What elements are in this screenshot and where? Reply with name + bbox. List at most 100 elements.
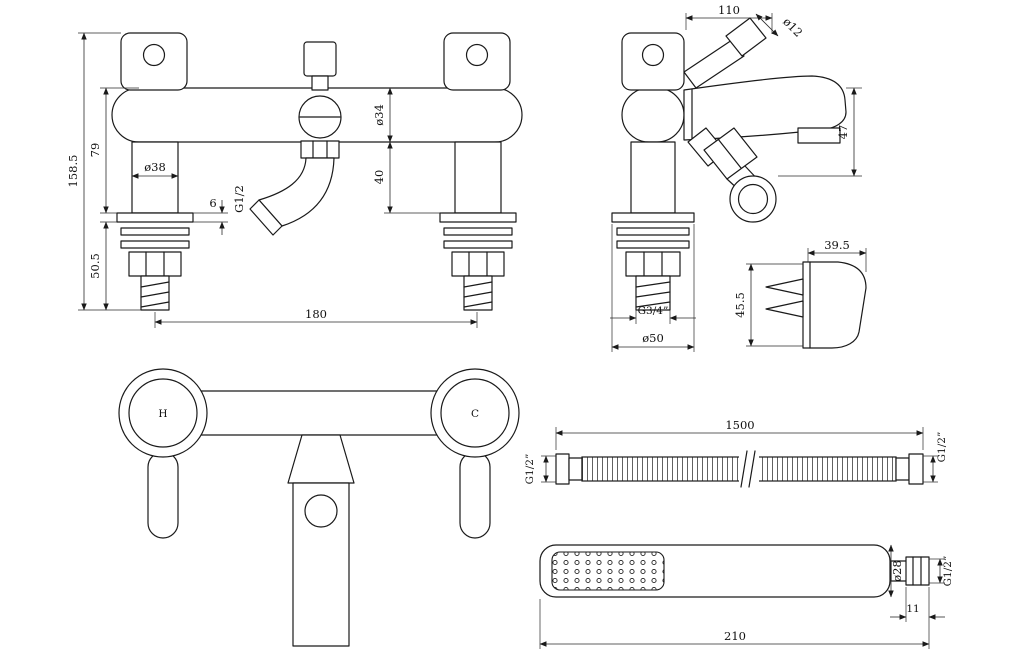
dim-overall-height-text: 158.5 bbox=[66, 155, 80, 188]
cold-handle-top bbox=[430, 368, 520, 458]
side-body bbox=[621, 87, 685, 143]
plan-spout-base bbox=[287, 434, 355, 484]
hot-handle-head bbox=[120, 32, 188, 91]
hose-collar-right bbox=[895, 457, 910, 481]
hot-handle-top bbox=[118, 368, 208, 458]
bracket-body bbox=[802, 261, 867, 349]
side-pillar-column bbox=[630, 141, 676, 214]
handset-thread-fitting bbox=[905, 556, 930, 586]
dim-plate-thickness-text: 6 bbox=[209, 196, 216, 210]
lever-handle-shaft bbox=[683, 39, 745, 89]
diverter-hex-nut bbox=[703, 127, 758, 180]
dim-handle-base-dia-text: ø38 bbox=[144, 160, 166, 174]
hose-break-symbol bbox=[739, 450, 759, 488]
cold-pillar-column bbox=[454, 141, 502, 214]
dim-hose-length: 1500 bbox=[555, 418, 924, 450]
dim-handle-dia-text: ø12 bbox=[780, 15, 805, 40]
cold-backnut-facets bbox=[468, 251, 488, 277]
spray-face bbox=[551, 551, 665, 591]
outlet-nut-facets bbox=[312, 140, 328, 159]
side-backnut-facets bbox=[643, 251, 663, 277]
hose-outlet-outer bbox=[729, 175, 777, 223]
dim-overall-height: 158.5 bbox=[66, 32, 141, 311]
hot-screw-cap bbox=[142, 43, 166, 67]
cold-backnut bbox=[451, 251, 505, 277]
hose-nut-right bbox=[908, 453, 924, 485]
dim-spout-height: 47 bbox=[778, 87, 862, 177]
cold-handle-head bbox=[443, 32, 511, 91]
outlet-elbow-flange bbox=[249, 199, 283, 236]
hose-outlet-inner bbox=[737, 183, 769, 215]
label-handset-thread: G1/2” bbox=[942, 556, 954, 587]
hot-lever bbox=[147, 451, 179, 539]
dim-spout-height-text: 47 bbox=[836, 125, 850, 140]
dim-lower-height-text: 50.5 bbox=[88, 253, 102, 279]
handset-thread-lines bbox=[912, 556, 922, 586]
dim-body-dia-text: ø34 bbox=[372, 104, 386, 126]
dim-head-dia: ø28 bbox=[888, 544, 904, 598]
hot-indicator: H bbox=[158, 408, 167, 420]
mixer-plan-view: H C bbox=[118, 368, 520, 647]
side-backnut bbox=[625, 251, 681, 277]
dim-upper-body-height: 79 bbox=[88, 87, 139, 214]
side-washers bbox=[616, 227, 690, 249]
bracket-prong-top bbox=[765, 278, 804, 296]
dim-bracket-height-text: 45.5 bbox=[733, 292, 747, 318]
dim-body-dia: ø34 bbox=[372, 87, 393, 143]
label-hose-thread-left: G1/2” bbox=[524, 454, 536, 485]
cold-washers bbox=[443, 227, 513, 249]
dim-hot-cold-centers: 180 bbox=[154, 307, 478, 328]
dim-fitting-length-text: 11 bbox=[906, 603, 919, 615]
side-handle-head bbox=[621, 32, 685, 91]
hot-tail-threads bbox=[140, 281, 170, 308]
cold-handle-top-inner bbox=[440, 378, 510, 448]
outlet-nut bbox=[300, 140, 340, 159]
dim-plate-thickness: 6 bbox=[193, 196, 228, 235]
hot-washers bbox=[120, 227, 190, 249]
dim-bar-to-deck-text: 40 bbox=[372, 170, 386, 185]
dim-bracket-width: 39.5 bbox=[807, 238, 867, 272]
label-hose-thread-right: G1/2” bbox=[936, 432, 948, 463]
cold-base-plate bbox=[439, 212, 517, 223]
diverter-knob bbox=[303, 41, 337, 77]
dim-hose-thread-left: G1/2” bbox=[524, 454, 556, 485]
dim-upper-body-height-text: 79 bbox=[88, 143, 102, 158]
dim-fitting-length: 11 bbox=[890, 587, 945, 649]
bracket-prong-bottom bbox=[765, 300, 804, 318]
side-tail-threads bbox=[635, 281, 671, 308]
hot-base-plate bbox=[116, 212, 194, 223]
side-base-plate bbox=[611, 212, 695, 223]
shower-hose: 1500 G1/2” G1/2” bbox=[524, 418, 948, 488]
dim-spout-reach-text: 110 bbox=[718, 3, 740, 17]
plan-body-bar bbox=[162, 390, 476, 436]
dim-hose-thread-right: G1/2” bbox=[923, 432, 948, 483]
cold-lever bbox=[459, 451, 491, 539]
dim-inlet-thread: G3/4” bbox=[610, 305, 696, 324]
dim-lower-height: 50.5 bbox=[88, 221, 117, 311]
wall-bracket: 39.5 45.5 bbox=[733, 238, 867, 349]
label-outlet-thread: G1/2 bbox=[232, 185, 246, 213]
hot-handle-top-inner bbox=[128, 378, 198, 448]
hot-backnut bbox=[128, 251, 182, 277]
plan-diverter-knob bbox=[304, 494, 338, 528]
spout bbox=[683, 75, 847, 141]
diverter-stem bbox=[311, 75, 329, 91]
dim-handset-length-text: 210 bbox=[724, 629, 746, 643]
hot-pillar-column bbox=[131, 141, 179, 214]
dim-bracket-width-text: 39.5 bbox=[824, 238, 850, 252]
dim-handset-length: 210 bbox=[539, 599, 930, 649]
side-screw-cap bbox=[641, 43, 665, 67]
mixer-front-view: 158.5 79 50.5 ø38 6 G1/2 ø34 bbox=[66, 32, 523, 328]
dim-base-flange-dia: ø50 bbox=[611, 224, 695, 352]
dim-base-flange-dia-text: ø50 bbox=[642, 331, 664, 345]
hose-collar-left bbox=[568, 457, 583, 481]
dim-head-dia-text: ø28 bbox=[890, 560, 904, 582]
hot-backnut-facets bbox=[145, 251, 165, 277]
dim-bracket-height: 45.5 bbox=[733, 263, 803, 347]
hose-nut-left bbox=[555, 453, 570, 485]
dim-handle-base-dia: ø38 bbox=[131, 160, 179, 179]
cold-indicator: C bbox=[471, 408, 479, 420]
label-inlet-thread: G3/4” bbox=[638, 305, 669, 317]
